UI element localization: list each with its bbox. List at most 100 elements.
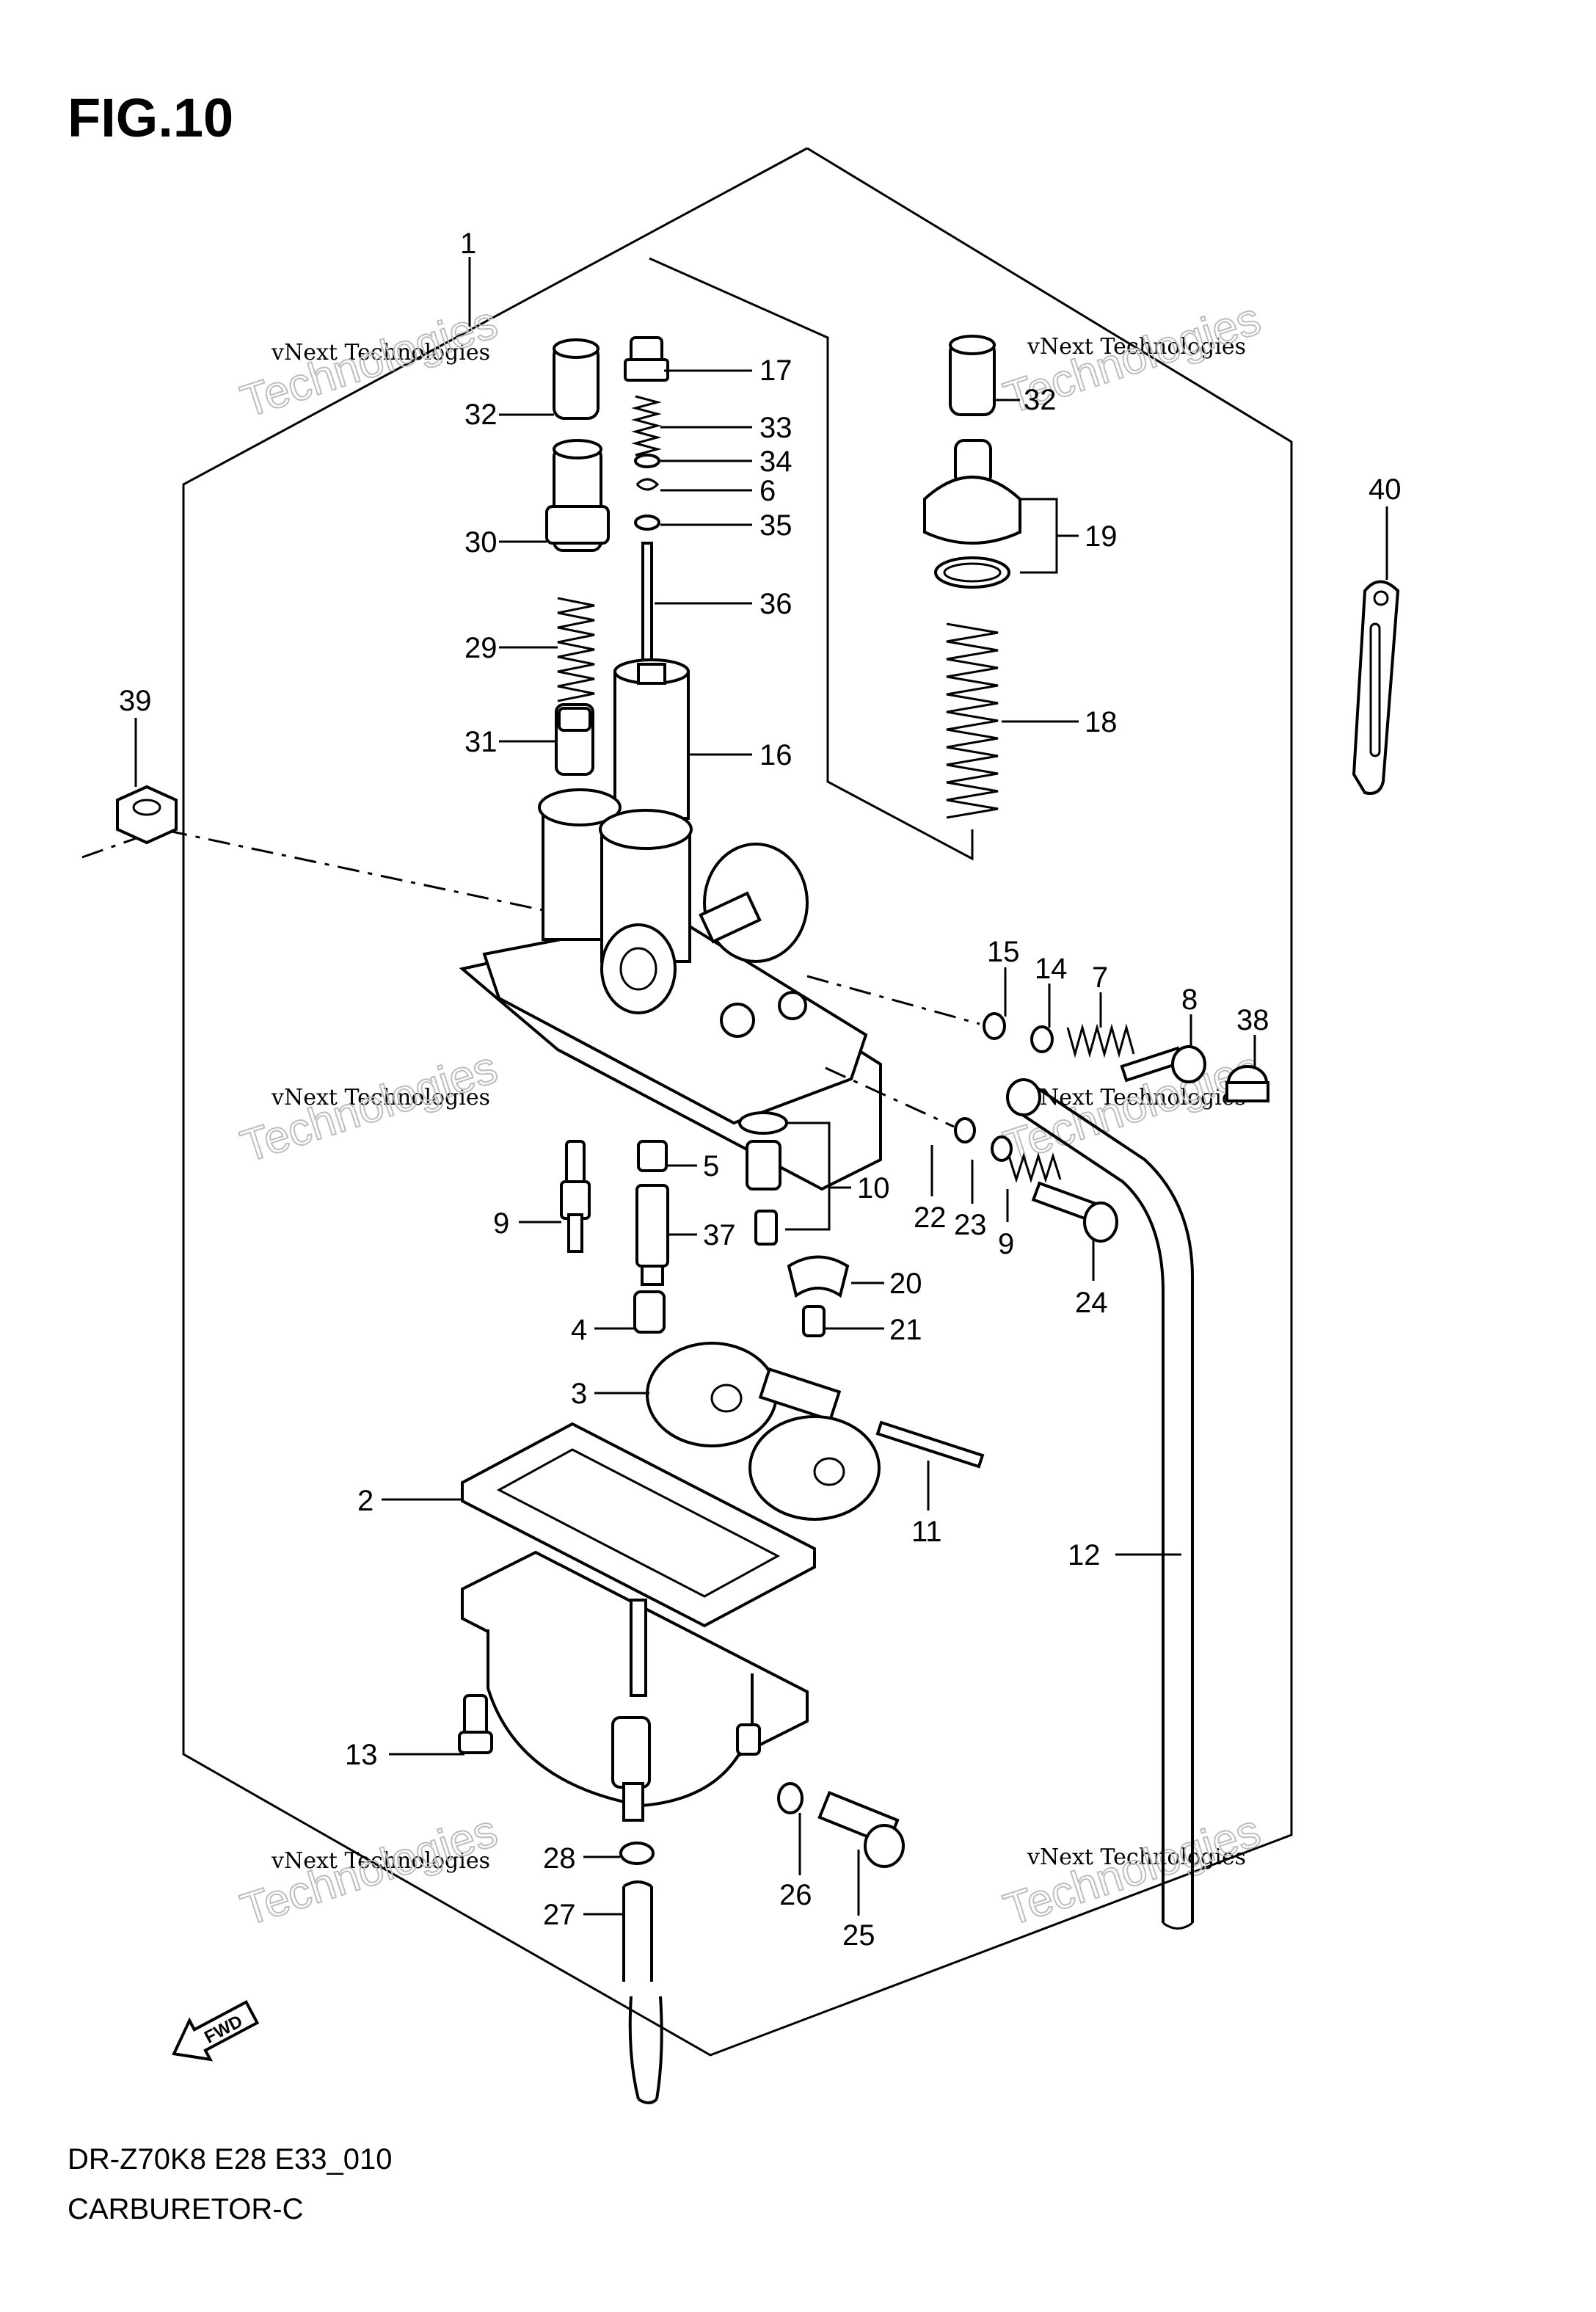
- watermark-text: Technologies: [998, 1806, 1267, 1935]
- e-clip-6: [635, 478, 660, 491]
- callout-29: 29: [464, 632, 498, 664]
- callout-37: 37: [703, 1219, 736, 1251]
- tube-end-bottom: [1162, 1922, 1193, 1930]
- plate-20: [787, 1255, 850, 1298]
- callout-14: 14: [1035, 953, 1068, 985]
- o-ring-22: [954, 1117, 976, 1144]
- float-3: [646, 1342, 881, 1521]
- starter-spring: [557, 597, 595, 702]
- slide-assembly-bracket: [649, 257, 974, 861]
- callout-38: 38: [1236, 1004, 1269, 1036]
- callout-17: 17: [759, 355, 792, 387]
- needle-jet-holder-5: [637, 1140, 668, 1172]
- callout-32-right: 32: [1024, 384, 1057, 416]
- callout-25: 25: [842, 1919, 875, 1952]
- callout-9-right: 9: [998, 1228, 1014, 1260]
- needle-jet-37: [635, 1184, 669, 1286]
- callout-39: 39: [119, 685, 152, 717]
- assembly-outline: [182, 147, 1293, 2057]
- callout-19: 19: [1085, 520, 1118, 553]
- callout-3: 3: [571, 1378, 587, 1410]
- callout-28: 28: [543, 1842, 576, 1875]
- callout-27: 27: [543, 1899, 576, 1931]
- watermark-text: vNext Technologies: [271, 1848, 490, 1874]
- callout-21: 21: [889, 1314, 922, 1346]
- callout-34: 34: [759, 446, 792, 478]
- callout-11: 11: [911, 1516, 942, 1548]
- callout-15: 15: [987, 936, 1020, 968]
- carburetor-body: [459, 788, 882, 1191]
- drain-tube-27: [622, 1880, 663, 2104]
- overflow-tube-12-edge: [1011, 1107, 1165, 1923]
- o-ring-15: [983, 1012, 1006, 1040]
- callout-40: 40: [1369, 473, 1402, 506]
- callout-9-left: 9: [493, 1207, 509, 1240]
- callout-36: 36: [759, 588, 792, 620]
- gasket-2: [461, 1422, 816, 1628]
- float-pin-11: [875, 1420, 985, 1469]
- screw-13: [458, 1694, 493, 1754]
- spring-7: [1066, 1023, 1135, 1058]
- top-cap-right: [949, 335, 996, 416]
- callout-18: 18: [1085, 706, 1118, 738]
- nut-39: [116, 785, 178, 845]
- seat-35: [634, 515, 660, 531]
- slide-spring-small: [631, 395, 662, 457]
- watermark-text: vNext Technologies: [271, 1085, 490, 1110]
- starter-valve: [555, 703, 594, 776]
- cap-38: [1225, 1065, 1269, 1102]
- callout-1: 1: [460, 228, 476, 260]
- starter-jet-10: [746, 1140, 781, 1190]
- callout-23: 23: [954, 1209, 987, 1241]
- washer-23: [991, 1135, 1013, 1162]
- pilot-jet-9a: [560, 1140, 591, 1253]
- watermark-text: vNext Technologies: [271, 340, 490, 366]
- watermark-text: vNext Technologies: [1027, 334, 1246, 360]
- bracket-10: [785, 1122, 831, 1231]
- callout-8: 8: [1181, 984, 1198, 1016]
- leader-lines: [134, 257, 1388, 1916]
- o-ring-10: [738, 1111, 788, 1135]
- pilot-air-screw-24: [1031, 1181, 1118, 1243]
- gasket-2-inner: [496, 1448, 781, 1598]
- throttle-stop-screw-8: [1120, 1045, 1206, 1083]
- starter-plunger: [545, 439, 610, 552]
- tube-end: [1006, 1078, 1041, 1116]
- washer-14: [1030, 1025, 1054, 1053]
- callout-24: 24: [1075, 1287, 1108, 1319]
- spring-9b: [1007, 1152, 1062, 1184]
- throttle-valve-16: [613, 658, 690, 820]
- model-code: DR-Z70K8 E28 E33_010: [68, 2143, 393, 2175]
- hanger-bracket-40: [1352, 580, 1400, 795]
- top-cap-left: [553, 338, 600, 420]
- slide-cap: [624, 336, 669, 382]
- callout-35: 35: [759, 509, 792, 542]
- callout-20: 20: [889, 1268, 922, 1300]
- diagram-name: CARBURETOR-C: [68, 2193, 304, 2225]
- overflow-tube-12: [1033, 1085, 1194, 1923]
- jet-10b: [754, 1210, 778, 1246]
- callout-7: 7: [1092, 961, 1108, 994]
- drain-screw-25: [817, 1790, 905, 1868]
- callout-10: 10: [857, 1172, 890, 1204]
- mixing-chamber-top: [923, 439, 1021, 589]
- washer-26: [777, 1782, 804, 1814]
- callout-26: 26: [779, 1879, 812, 1911]
- centerline-15: [806, 975, 980, 1025]
- callout-5: 5: [703, 1150, 719, 1182]
- throttle-spring-18: [946, 622, 999, 819]
- washer-34: [634, 454, 660, 468]
- float-chamber: [461, 1550, 809, 1822]
- clip-28: [619, 1842, 655, 1865]
- callout-16: 16: [759, 739, 792, 771]
- callout-30: 30: [464, 526, 498, 559]
- callout-2: 2: [357, 1485, 374, 1517]
- callout-4: 4: [571, 1314, 587, 1346]
- main-jet-4: [633, 1290, 666, 1334]
- callout-33: 33: [759, 412, 792, 444]
- forward-arrow-icon: FWD: [172, 1999, 260, 2062]
- callout-22: 22: [914, 1202, 947, 1234]
- callout-12: 12: [1068, 1539, 1101, 1571]
- callout-labels: 1 32 30 29 31 17 33 34 6 35 36 16 32 19 …: [119, 228, 1402, 1952]
